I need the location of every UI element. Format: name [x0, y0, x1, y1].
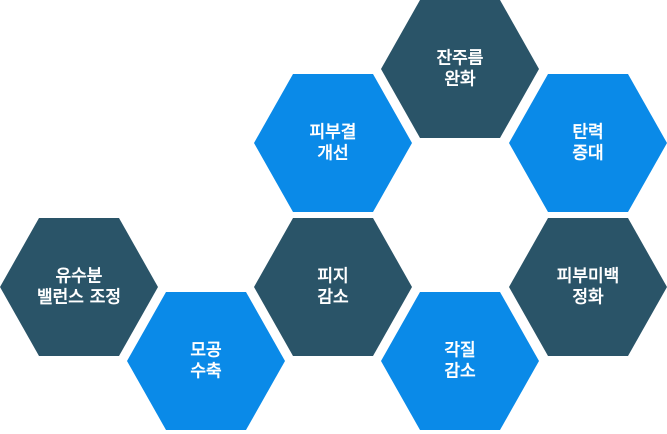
hexagon-label-line: 밸런스 조정 — [37, 288, 121, 308]
hexagon-label-line: 잔주름 — [437, 49, 484, 69]
hexagon-shape — [381, 0, 539, 138]
hexagon-label-line: 수축 — [190, 362, 222, 382]
hexagon-label-line: 개선 — [317, 144, 348, 164]
hexagon-label-line: 감소 — [317, 288, 349, 308]
hexagon-label-line: 피부미백 — [557, 267, 620, 287]
hexagon-label-line: 증대 — [572, 144, 603, 164]
hexagon-label-line: 유수분 — [56, 267, 103, 287]
hexagon-shape — [0, 218, 158, 356]
hexagon-label-line: 정화 — [572, 288, 604, 308]
hexagon-label-line: 피지 — [317, 267, 348, 287]
hexagon-label-line: 탄력 — [572, 123, 603, 143]
hexagon-shape — [509, 218, 667, 356]
hexagon-shape — [381, 292, 539, 430]
hexagon-label-line: 감소 — [444, 362, 476, 382]
hexagon-shape — [509, 74, 667, 212]
hexagon-label-line: 각질 — [444, 340, 475, 361]
hexagon-label-line: 완화 — [444, 70, 476, 90]
hexagon-shape — [254, 74, 412, 212]
hexagon-label-line: 피부결 — [310, 123, 357, 143]
hexagon-shape — [254, 218, 412, 356]
hexagon-label-line: 모공 — [190, 341, 222, 361]
hexagon-shape — [127, 292, 285, 430]
